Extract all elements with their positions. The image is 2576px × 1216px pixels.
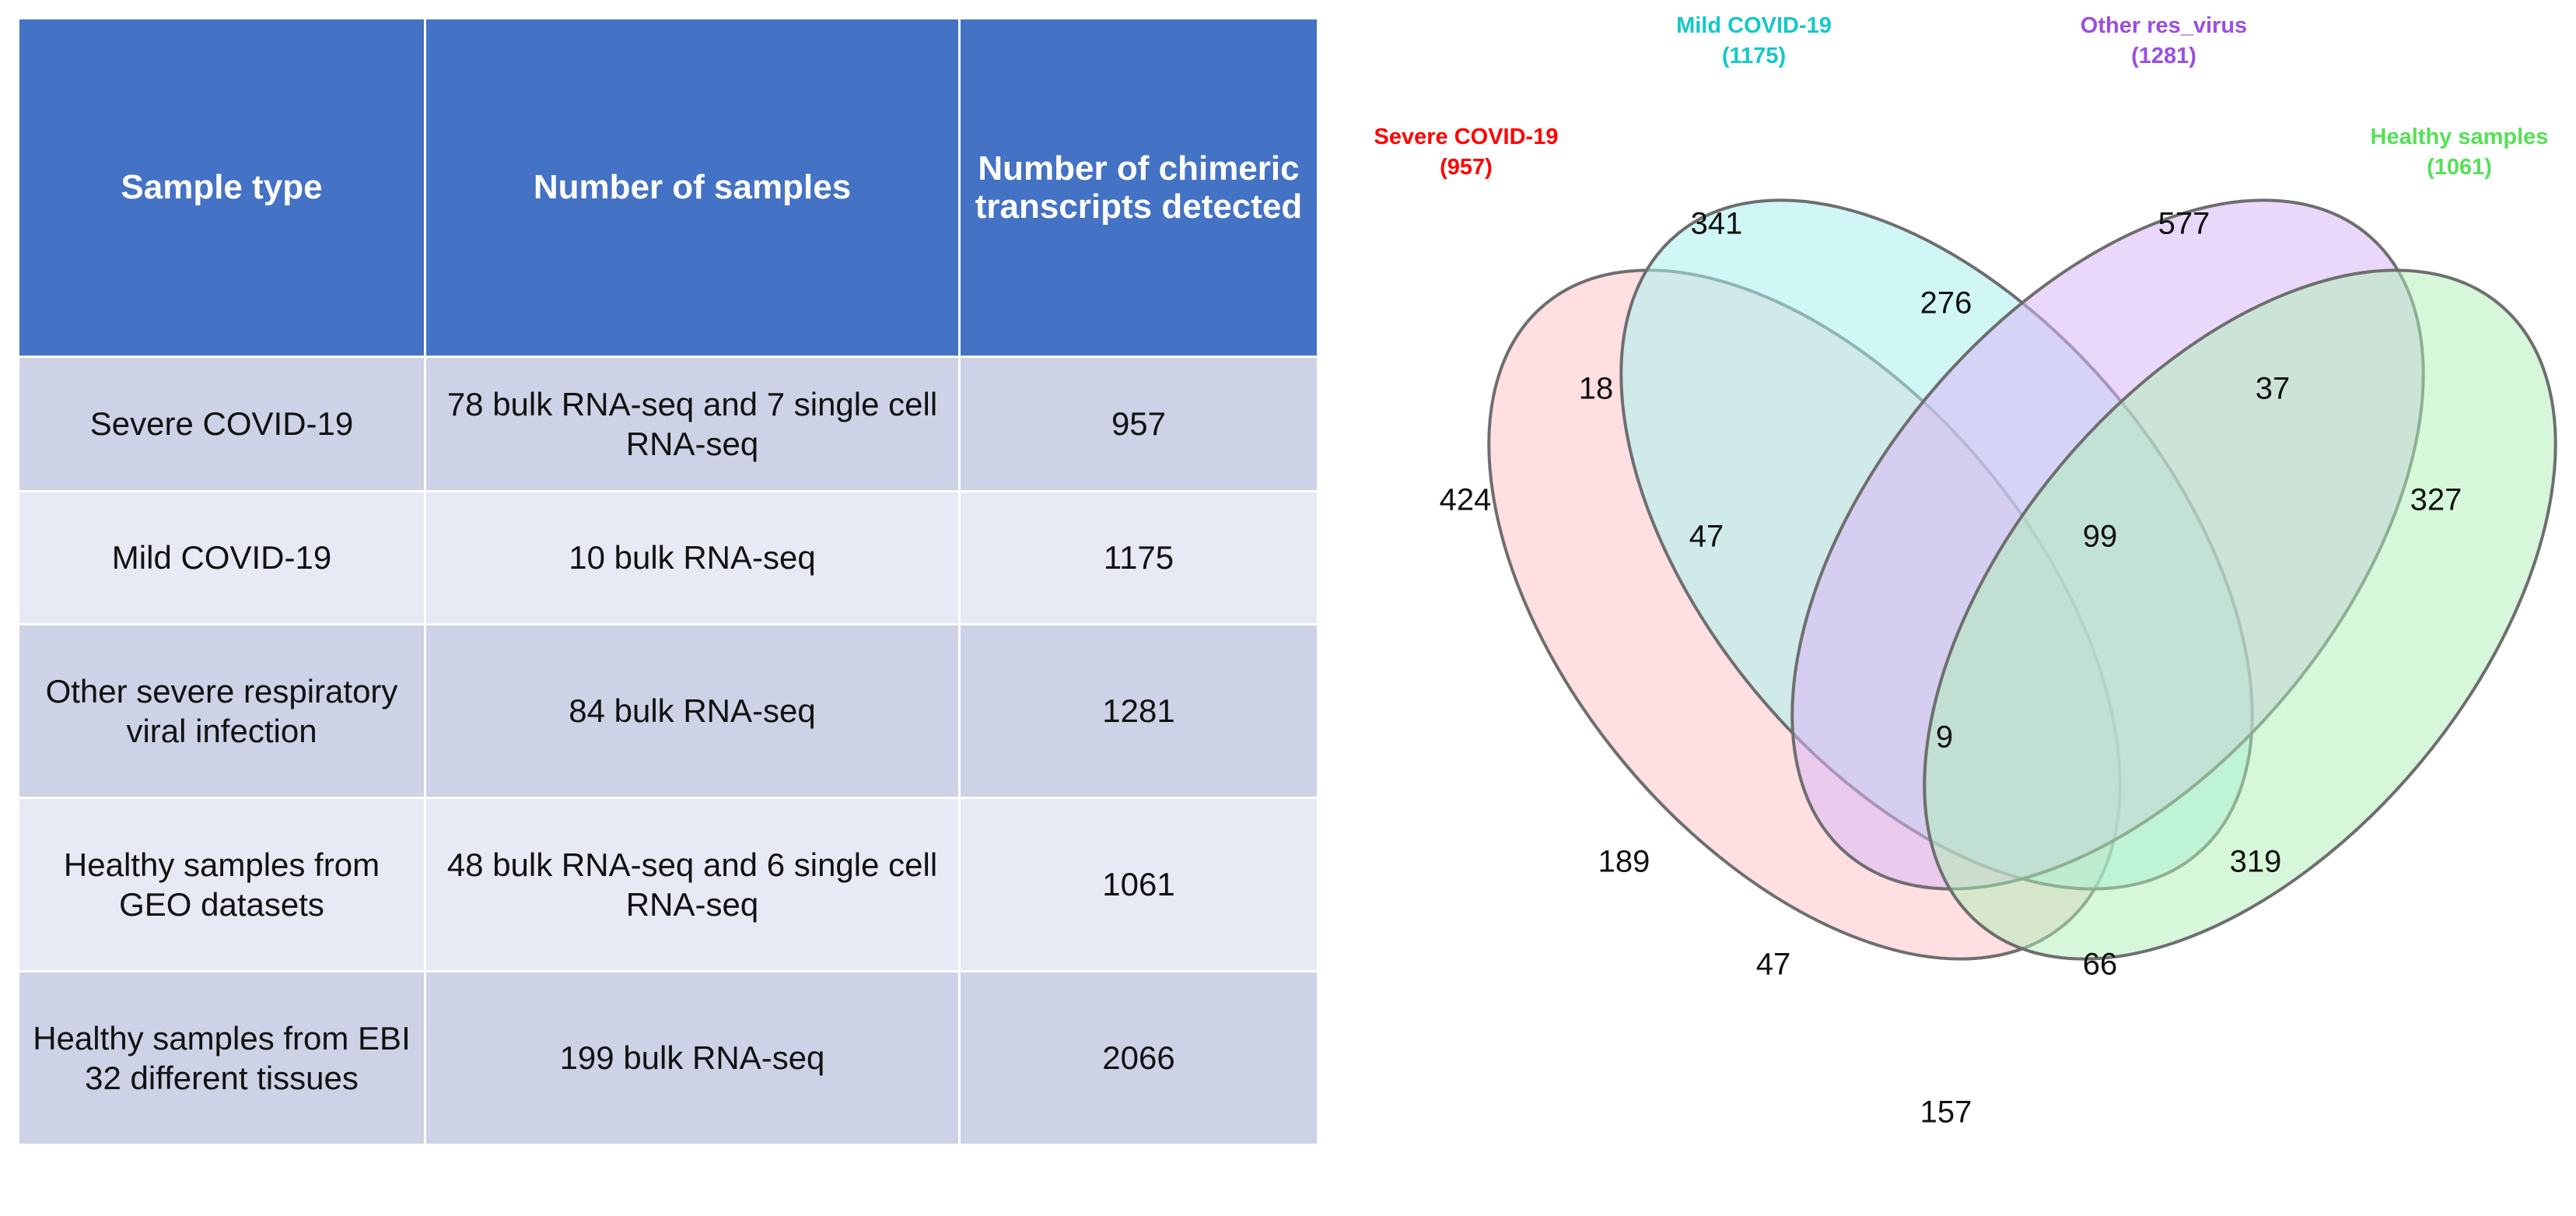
venn-count-ABC: 47 xyxy=(1689,520,1724,554)
venn-count-AD: 157 xyxy=(1920,1095,1972,1130)
venn-count-AC: 189 xyxy=(1598,845,1650,879)
venn-count-C: 577 xyxy=(2158,207,2210,241)
cell-sample-type: Other severe respiratory viral infection xyxy=(19,626,424,797)
venn-count-D: 327 xyxy=(2410,483,2462,517)
venn-label-other-res-virus-total: (1281) xyxy=(2131,44,2196,68)
table-row: Severe COVID-19 78 bulk RNA-seq and 7 si… xyxy=(19,358,1317,490)
table-row: Healthy samples from GEO datasets 48 bul… xyxy=(19,799,1317,970)
venn-set-labels: Severe COVID-19 (957) Mild COVID-19 (117… xyxy=(1374,13,2549,180)
venn-count-ACD: 47 xyxy=(1756,948,1791,982)
cell-number-of-samples: 78 bulk RNA-seq and 7 single cell RNA-se… xyxy=(426,358,958,490)
cell-sample-type: Mild COVID-19 xyxy=(19,492,424,623)
venn-label-severe-covid19-total: (957) xyxy=(1440,155,1493,180)
cell-chimeric-transcripts: 957 xyxy=(961,358,1317,490)
venn-count-CD: 37 xyxy=(2256,372,2291,406)
table-body: Severe COVID-19 78 bulk RNA-seq and 7 si… xyxy=(19,358,1317,1144)
sample-summary-table-panel: Sample type Number of samples Number of … xyxy=(17,17,1317,1150)
venn-count-BC: 276 xyxy=(1920,286,1972,321)
venn-diagram-panel: Severe COVID-19 (957) Mild COVID-19 (117… xyxy=(1322,0,2576,1216)
cell-chimeric-transcripts: 1281 xyxy=(961,626,1317,797)
cell-sample-type: Healthy samples from EBI 32 different ti… xyxy=(19,972,424,1144)
venn-label-mild-covid19-name: Mild COVID-19 xyxy=(1676,13,1832,38)
venn-diagram: Severe COVID-19 (957) Mild COVID-19 (117… xyxy=(1374,13,2557,1130)
venn-count-ABD: 66 xyxy=(2083,948,2118,982)
sample-summary-table: Sample type Number of samples Number of … xyxy=(17,17,1319,1146)
table-row: Other severe respiratory viral infection… xyxy=(19,626,1317,797)
column-header-chimeric-transcripts: Number of chimeric transcripts detected xyxy=(961,19,1317,356)
table-header-row: Sample type Number of samples Number of … xyxy=(19,19,1317,356)
venn-count-AB: 18 xyxy=(1579,372,1614,406)
cell-number-of-samples: 199 bulk RNA-seq xyxy=(426,972,958,1144)
column-header-number-of-samples: Number of samples xyxy=(426,19,958,356)
table-row: Healthy samples from EBI 32 different ti… xyxy=(19,972,1317,1144)
cell-number-of-samples: 84 bulk RNA-seq xyxy=(426,626,958,797)
venn-region-counts: 424 341 577 327 18 276 37 47 99 189 319 … xyxy=(1440,207,2462,1130)
venn-label-healthy-samples-name: Healthy samples xyxy=(2371,124,2549,149)
cell-sample-type: Healthy samples from GEO datasets xyxy=(19,799,424,970)
venn-label-severe-covid19-name: Severe COVID-19 xyxy=(1374,124,1559,149)
venn-count-B: 341 xyxy=(1691,207,1743,241)
cell-number-of-samples: 48 bulk RNA-seq and 6 single cell RNA-se… xyxy=(426,799,958,970)
column-header-sample-type: Sample type xyxy=(19,19,424,356)
venn-count-BCD: 99 xyxy=(2083,520,2118,554)
venn-label-other-res-virus-name: Other res_virus xyxy=(2081,13,2247,38)
venn-ellipse-healthy-samples xyxy=(1923,268,2557,961)
cell-chimeric-transcripts: 1175 xyxy=(961,492,1317,623)
venn-count-BD: 319 xyxy=(2230,845,2282,879)
table-row: Mild COVID-19 10 bulk RNA-seq 1175 xyxy=(19,492,1317,623)
venn-label-mild-covid19-total: (1175) xyxy=(1722,44,1786,68)
cell-chimeric-transcripts: 2066 xyxy=(961,972,1317,1144)
venn-ellipses xyxy=(1487,198,2557,961)
venn-label-healthy-samples-total: (1061) xyxy=(2427,155,2492,180)
cell-sample-type: Severe COVID-19 xyxy=(19,358,424,490)
cell-number-of-samples: 10 bulk RNA-seq xyxy=(426,492,958,623)
cell-chimeric-transcripts: 1061 xyxy=(961,799,1317,970)
table-header: Sample type Number of samples Number of … xyxy=(19,19,1317,356)
venn-count-A: 424 xyxy=(1440,483,1492,517)
venn-count-ABCD: 9 xyxy=(1936,720,1953,755)
